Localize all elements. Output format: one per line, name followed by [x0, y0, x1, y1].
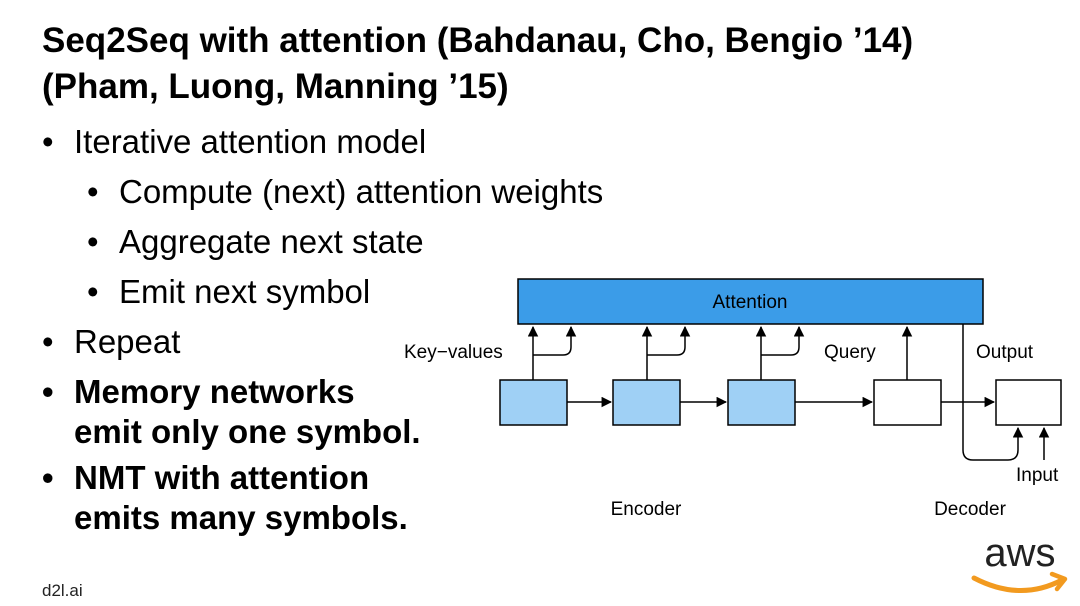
bullet-dot: •: [42, 373, 54, 410]
key-values-label: Key−values: [404, 342, 503, 363]
attention-label: Attention: [713, 292, 788, 313]
bullet-list: • Iterative attention model • Compute (n…: [42, 122, 603, 544]
bullet-aggregate-state: • Aggregate next state: [87, 223, 424, 260]
title-line-2: (Pham, Luong, Manning ’15): [42, 67, 509, 106]
bullet-memory-networks: • Memory networks emit only one symbol.: [42, 373, 421, 450]
aws-logo-text: aws: [984, 531, 1055, 575]
bullet-repeat: • Repeat: [42, 323, 181, 360]
bullet-dot: •: [42, 323, 54, 360]
bullet-dot: •: [87, 173, 99, 210]
aws-swoosh-icon: [971, 575, 1065, 593]
encoder-cell-1: [499, 379, 568, 426]
bullet-emit-symbol: • Emit next symbol: [87, 273, 371, 310]
decoder-cell-1: [873, 379, 942, 426]
query-label: Query: [824, 342, 876, 363]
input-label: Input: [1016, 465, 1059, 486]
aws-arrowhead-icon: [1049, 571, 1068, 592]
encoder-cell-2: [612, 379, 681, 426]
bullet-compute-weights: • Compute (next) attention weights: [87, 173, 604, 210]
bullet-dot: •: [87, 223, 99, 260]
output-label: Output: [976, 342, 1034, 363]
bullet-dot: •: [87, 273, 99, 310]
bullet-dot: •: [42, 123, 54, 160]
key-value-arrows: [527, 325, 805, 380]
attention-output-arrow: [962, 324, 1024, 461]
bullet-nmt-attention: • NMT with attention emits many symbols.: [42, 459, 408, 536]
bullet-dot: •: [42, 459, 54, 496]
encoder-label: Encoder: [611, 499, 682, 520]
decoder-label: Decoder: [934, 499, 1006, 520]
attention-block: [517, 278, 984, 325]
title-line-1: Seq2Seq with attention (Bahdanau, Cho, B…: [42, 21, 914, 60]
bullet-iterative-attention: • Iterative attention model: [42, 123, 427, 160]
slide-title: Seq2Seq with attention (Bahdanau, Cho, B…: [42, 18, 1042, 110]
encoder-cell-3: [727, 379, 796, 426]
footer-site: d2l.ai: [42, 581, 83, 600]
decoder-cell-2: [995, 379, 1062, 426]
aws-logo: aws: [971, 531, 1068, 593]
